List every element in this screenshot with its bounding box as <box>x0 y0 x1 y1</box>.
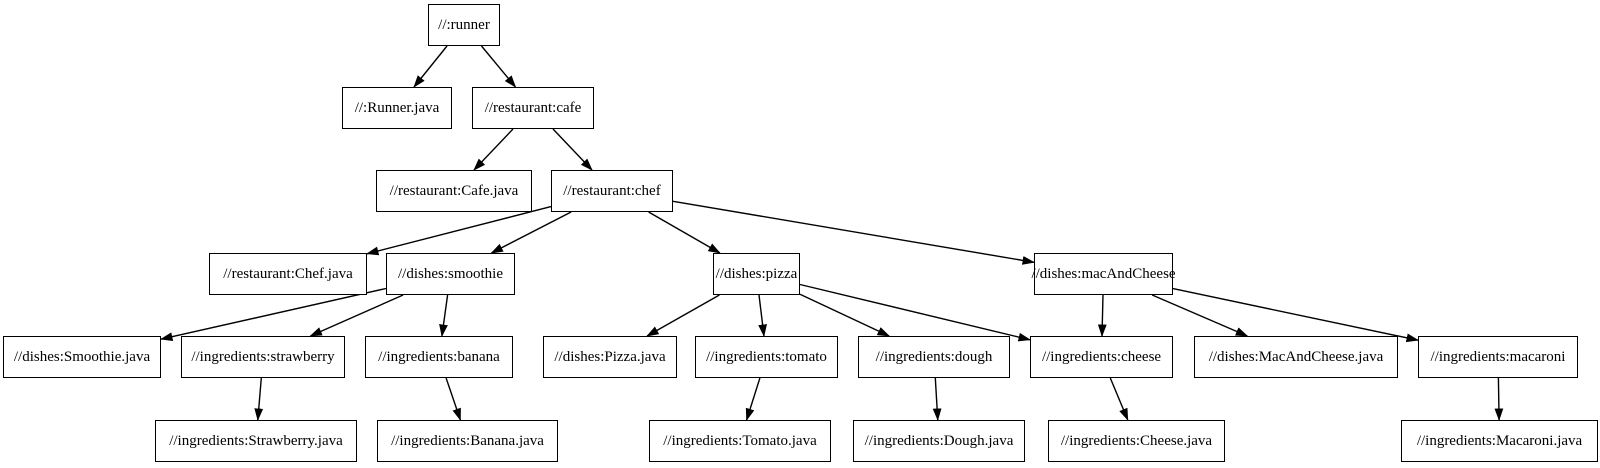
edge-mac-and-cheese-to-cheese <box>1097 294 1107 337</box>
edge-smoothie-to-strawberry <box>309 294 404 337</box>
edge-chef-to-pizza <box>648 211 721 254</box>
graph-node-cafe-java: //restaurant:Cafe.java <box>376 170 532 212</box>
edge-mac-and-cheese-to-mac-and-cheese-java <box>1151 294 1249 337</box>
edge-tomato-to-tomato-java <box>745 377 761 421</box>
graph-node-cafe: //restaurant:cafe <box>472 87 594 129</box>
edge-runner-to-runner-java <box>413 45 448 88</box>
edge-chef-to-mac-and-cheese <box>672 200 1035 265</box>
graph-node-pizza-java: //dishes:Pizza.java <box>543 336 677 378</box>
edge-pizza-to-dough <box>799 293 891 337</box>
graph-node-smoothie-java: //dishes:Smoothie.java <box>3 336 161 378</box>
graph-node-macaroni-java: //ingredients:Macaroni.java <box>1401 420 1598 462</box>
graph-node-pizza: //dishes:pizza <box>713 253 800 295</box>
graph-node-cheese-java: //ingredients:Cheese.java <box>1048 420 1225 462</box>
edge-pizza-to-cheese <box>799 283 1031 342</box>
edge-banana-to-banana-java <box>445 377 462 421</box>
graph-node-strawberry-java: //ingredients:Strawberry.java <box>155 420 357 462</box>
edge-smoothie-to-banana <box>439 294 449 337</box>
edge-pizza-to-tomato <box>758 294 767 337</box>
graph-node-cheese: //ingredients:cheese <box>1030 336 1173 378</box>
graph-node-macaroni: //ingredients:macaroni <box>1418 336 1578 378</box>
graph-node-dough: //ingredients:dough <box>858 336 1010 378</box>
edges-group <box>160 45 1504 421</box>
edge-cheese-to-cheese-java <box>1109 377 1129 421</box>
graph-node-mac-and-cheese-java: //dishes:MacAndCheese.java <box>1194 336 1398 378</box>
graph-node-runner-java: //:Runner.java <box>342 87 452 129</box>
edge-runner-to-cafe <box>480 45 517 88</box>
edge-smoothie-to-smoothie-java <box>160 287 387 341</box>
graph-node-banana: //ingredients:banana <box>365 336 513 378</box>
graph-node-strawberry: //ingredients:strawberry <box>181 336 345 378</box>
graph-node-tomato-java: //ingredients:Tomato.java <box>649 420 831 462</box>
graph-node-chef: //restaurant:chef <box>551 170 673 212</box>
graph-node-tomato: //ingredients:tomato <box>695 336 838 378</box>
edge-cafe-to-chef <box>552 128 593 171</box>
edge-chef-to-chef-java <box>366 205 552 256</box>
graph-node-chef-java: //restaurant:Chef.java <box>209 253 367 295</box>
edge-dough-to-dough-java <box>932 377 942 421</box>
graph-node-banana-java: //ingredients:Banana.java <box>377 420 558 462</box>
edge-mac-and-cheese-to-macaroni <box>1172 287 1419 343</box>
edge-pizza-to-pizza-java <box>646 294 720 337</box>
graph-node-runner: //:runner <box>428 4 500 46</box>
graph-node-smoothie: //dishes:smoothie <box>386 253 515 295</box>
graph-node-dough-java: //ingredients:Dough.java <box>853 420 1025 462</box>
graph-node-mac-and-cheese: //dishes:macAndCheese <box>1031 253 1176 295</box>
edge-cafe-to-cafe-java <box>473 128 514 171</box>
edge-strawberry-to-strawberry-java <box>254 377 264 421</box>
edge-macaroni-to-macaroni-java <box>1494 377 1504 421</box>
edge-chef-to-smoothie <box>490 211 572 254</box>
